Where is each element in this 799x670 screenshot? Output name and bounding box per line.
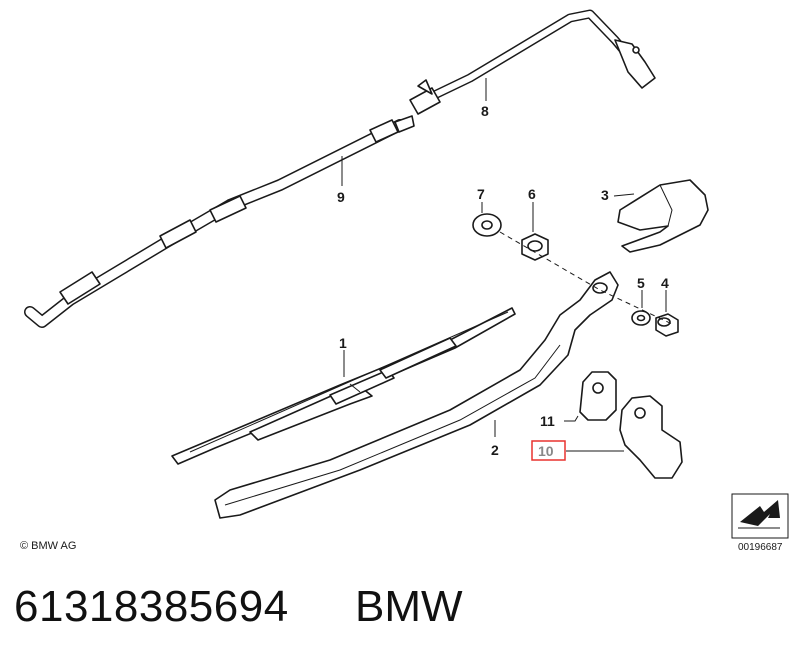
callout-4[interactable]: 4 bbox=[661, 275, 669, 291]
callout-6[interactable]: 6 bbox=[528, 186, 536, 202]
callout-11[interactable]: 11 bbox=[540, 413, 555, 429]
nut-part-6 bbox=[521, 233, 549, 261]
callout-10[interactable]: 10 bbox=[538, 443, 554, 459]
brand-name: BMW bbox=[355, 582, 463, 631]
callout-8[interactable]: 8 bbox=[481, 103, 489, 119]
callout-5[interactable]: 5 bbox=[637, 275, 645, 291]
washer-hose-part-9 bbox=[24, 115, 415, 328]
part-number: 61318385694 bbox=[14, 582, 289, 631]
leader-3 bbox=[613, 193, 635, 197]
washer-part-7 bbox=[472, 213, 502, 237]
assembly-axis bbox=[499, 231, 673, 325]
nut-part-4 bbox=[655, 313, 679, 337]
callout-2[interactable]: 2 bbox=[491, 442, 499, 458]
cover-part-10 bbox=[619, 395, 683, 479]
cap-part-3 bbox=[617, 179, 709, 253]
washer-part-5 bbox=[631, 310, 651, 326]
washer-line-part-8 bbox=[409, 9, 656, 115]
copyright-text: © BMW AG bbox=[20, 540, 77, 552]
wiper-arm-part-2 bbox=[214, 271, 619, 519]
wiper-blade-part-1 bbox=[171, 307, 516, 465]
leader-11 bbox=[564, 415, 579, 422]
diagram-ref-number: 00196687 bbox=[738, 542, 783, 553]
diagram-ref-icon bbox=[731, 493, 789, 539]
callout-10-highlight bbox=[531, 440, 566, 461]
callout-3[interactable]: 3 bbox=[601, 187, 609, 203]
callout-7[interactable]: 7 bbox=[477, 186, 485, 202]
bracket-part-11 bbox=[579, 371, 617, 421]
callout-1[interactable]: 1 bbox=[339, 335, 347, 351]
callout-9[interactable]: 9 bbox=[337, 189, 345, 205]
